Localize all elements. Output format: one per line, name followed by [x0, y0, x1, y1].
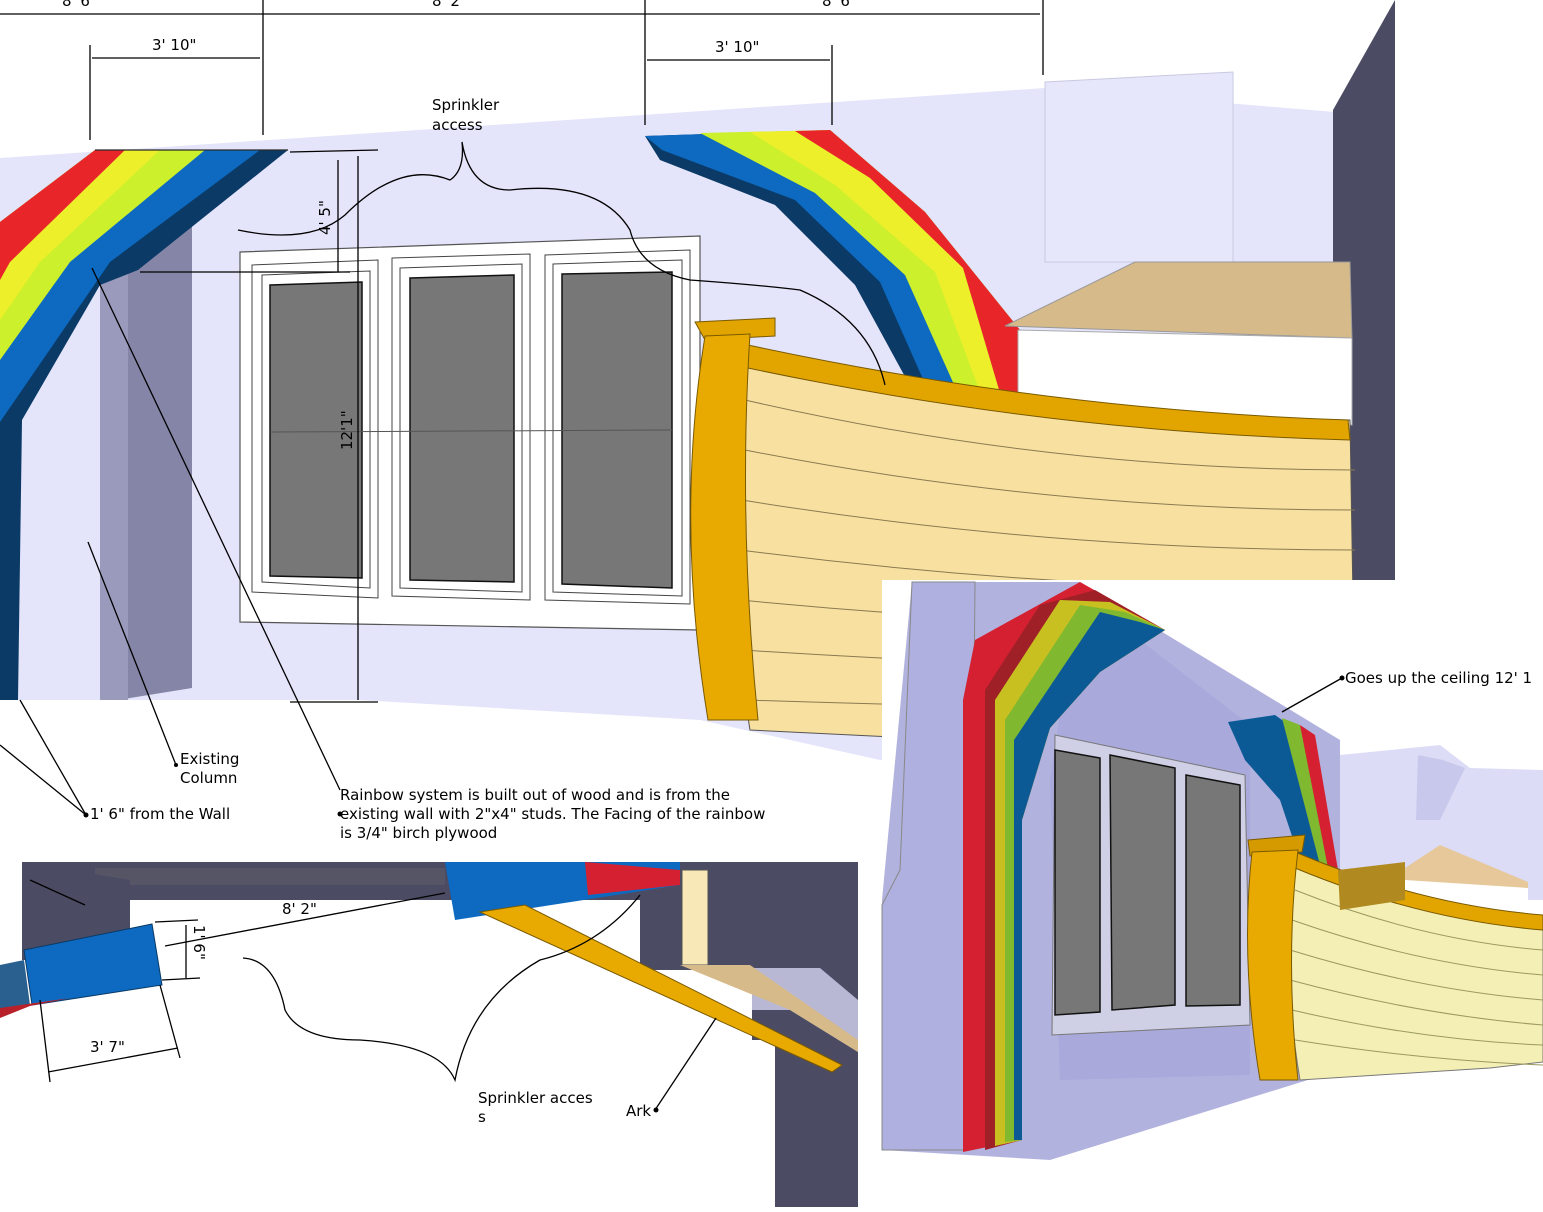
dim-height-upper: 4' 5" — [316, 200, 334, 235]
dim-top-left: 8' 6" — [62, 0, 97, 10]
inset-windows — [1052, 735, 1250, 1035]
note-line-1: Rainbow system is built out of wood and … — [340, 786, 730, 804]
label-from-wall: 1' 6" from the Wall — [90, 805, 230, 823]
window-pane-2 — [392, 254, 530, 600]
dim-plan-depth: 1' 6" — [190, 925, 208, 960]
label-sprinkler-plan-2: s — [478, 1108, 486, 1126]
window-pane-1 — [252, 260, 378, 598]
column-front — [100, 268, 128, 700]
label-sprinkler-top-2: access — [432, 116, 483, 134]
window-unit — [240, 236, 700, 630]
label-goes-up-ceiling: Goes up the ceiling 12' 1 — [1345, 669, 1532, 687]
dim-offset-right: 3' 10" — [715, 38, 759, 56]
label-sprinkler-plan-1: Sprinkler acces — [478, 1089, 593, 1107]
upper-right-box — [1045, 72, 1233, 262]
dim-plan-span: 8' 2" — [282, 900, 317, 918]
label-existing-column-2: Column — [180, 769, 237, 787]
dim-height-total: 12'1" — [338, 410, 356, 450]
plan-view — [0, 860, 858, 1207]
label-existing-column-1: Existing — [180, 750, 239, 768]
note-line-2: existing wall with 2"x4" studs. The Faci… — [340, 805, 765, 823]
note-line-3: is 3/4" birch plywood — [340, 824, 497, 842]
label-ark: Ark — [626, 1102, 651, 1120]
window-pane-3 — [545, 250, 690, 604]
dim-top-middle: 8' 2" — [432, 0, 467, 10]
dim-top-right: 8' 6" — [822, 0, 857, 10]
dim-plan-width: 3' 7" — [90, 1038, 125, 1056]
dim-offset-left: 3' 10" — [152, 36, 196, 54]
label-sprinkler-top-1: Sprinkler — [432, 96, 500, 114]
